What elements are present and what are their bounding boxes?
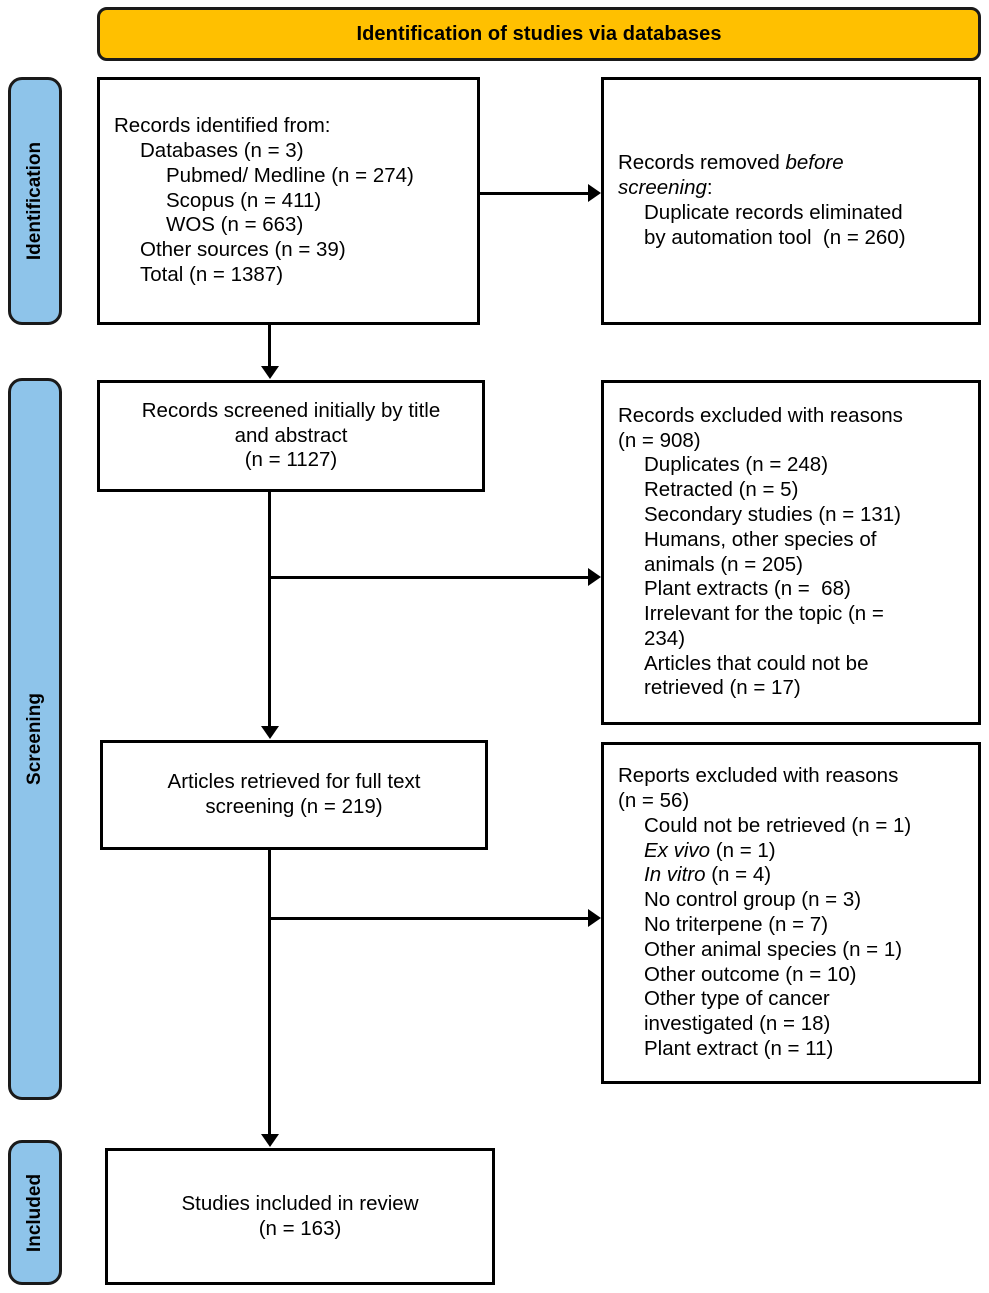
connector-retrieved-to-reports-excluded <box>268 917 588 920</box>
box-line: Humans, other species of <box>644 527 877 551</box>
box-line: Duplicate records eliminated <box>644 201 903 224</box>
box-line: Plant extract (n = 11) <box>644 1036 834 1060</box>
phase-banner-title: Identification of studies via databases <box>356 22 722 45</box>
box-line: Records identified from: <box>114 114 331 138</box>
arrowhead-identified-to-removed <box>588 184 601 202</box>
phase-label-screening-text: Screening <box>24 693 45 785</box>
box-line: Retracted (n = 5) <box>644 478 799 502</box>
phase-label-identification: Identification <box>8 77 62 325</box>
phase-label-screening: Screening <box>8 378 62 1100</box>
connector-screened-to-excluded <box>268 576 588 579</box>
arrowhead-screened-to-retrieved <box>261 726 279 739</box>
box-line: Studies included in review <box>181 1191 419 1215</box>
box-line: No control group (n = 3) <box>644 888 862 912</box>
box-line: Records excluded with reasons <box>618 403 903 427</box>
box-records-excluded: Records excluded with reasons (n = 908) … <box>601 380 981 725</box>
connector-identified-to-screened <box>268 325 271 368</box>
box-line: Other type of cancer <box>644 987 830 1011</box>
box-line: Other outcome (n = 10) <box>644 962 857 986</box>
box-line: Other sources (n = 39) <box>140 238 346 262</box>
box-reports-excluded: Reports excluded with reasons (n = 56) C… <box>601 742 981 1084</box>
box-line: (n = 56) <box>618 789 690 813</box>
arrowhead-retrieved-to-included <box>261 1134 279 1147</box>
box-line: retrieved (n = 17) <box>644 676 801 700</box>
box-line: Records removed before <box>618 151 844 175</box>
box-line: Total (n = 1387) <box>140 262 284 286</box>
box-line: WOS (n = 663) <box>166 213 304 237</box>
box-line: Secondary studies (n = 131) <box>644 502 901 526</box>
box-line: No triterpene (n = 7) <box>644 913 829 936</box>
box-line: Pubmed/ Medline (n = 274) <box>166 163 414 187</box>
arrowhead-screened-to-excluded <box>588 568 601 586</box>
phase-label-included-text: Included <box>24 1173 45 1252</box>
box-line: screening: <box>618 176 713 200</box>
box-records-removed-before-screening: Records removed before screening: Duplic… <box>601 77 981 325</box>
connector-screened-to-retrieved <box>268 492 271 728</box>
box-records-identified: Records identified from: Databases (n = … <box>97 77 480 325</box>
box-line: Articles that could not be <box>644 651 869 675</box>
box-line: (n = 163) <box>258 1216 342 1240</box>
box-line: Irrelevant for the topic (n = <box>644 602 884 626</box>
box-line: by automation tool (n = 260) <box>644 225 906 249</box>
phase-label-identification-text: Identification <box>24 141 46 261</box>
box-line: Records screened initially by title <box>141 398 441 422</box>
box-line: investigated (n = 18) <box>644 1012 831 1036</box>
box-line: Plant extracts (n = 68) <box>644 577 851 601</box>
box-line: animals (n = 205) <box>644 552 803 576</box>
box-line: Other animal species (n = 1) <box>644 937 903 961</box>
box-line: Articles retrieved for full text <box>167 770 421 794</box>
box-records-screened: Records screened initially by title and … <box>97 380 485 492</box>
box-line: (n = 1127) <box>244 448 338 472</box>
connector-identified-to-removed <box>480 192 588 195</box>
box-line: Duplicates (n = 248) <box>644 453 829 477</box>
connector-retrieved-to-included <box>268 850 271 1136</box>
arrowhead-retrieved-to-reports-excluded <box>588 909 601 927</box>
box-line: 234) <box>644 626 686 650</box>
phase-label-included: Included <box>8 1140 62 1285</box>
box-line: Could not be retrieved (n = 1) <box>644 813 912 837</box>
box-line: (n = 908) <box>618 428 701 452</box>
arrowhead-identified-to-screened <box>261 366 279 379</box>
box-studies-included: Studies included in review (n = 163) <box>105 1148 495 1285</box>
phase-banner-identification-databases: Identification of studies via databases <box>97 7 981 61</box>
box-line: Reports excluded with reasons <box>618 764 899 788</box>
box-line: In vitro (n = 4) <box>644 863 772 887</box>
box-line: screening (n = 219) <box>205 795 383 818</box>
box-articles-retrieved: Articles retrieved for full text screeni… <box>100 740 488 850</box>
box-line: and abstract <box>234 423 348 447</box>
box-line: Scopus (n = 411) <box>166 188 322 212</box>
box-line: Ex vivo (n = 1) <box>644 838 776 862</box>
box-line: Databases (n = 3) <box>140 139 304 162</box>
